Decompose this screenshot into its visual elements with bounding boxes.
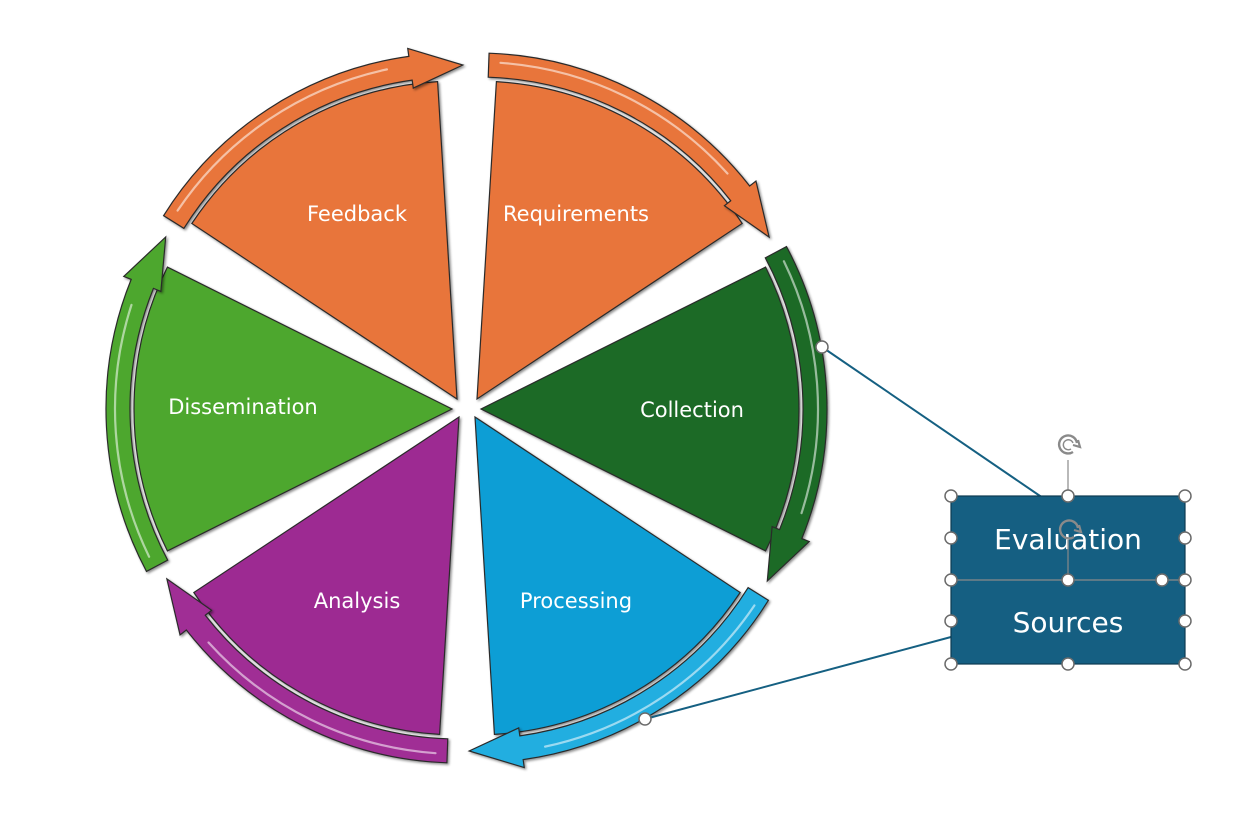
- connector-handle[interactable]: [815, 340, 829, 354]
- wedge-collection[interactable]: [479, 266, 800, 552]
- callout-connectors: [638, 340, 1044, 726]
- label-dissemination: Dissemination: [168, 395, 318, 419]
- label-collection: Collection: [640, 398, 744, 422]
- sources-label[interactable]: Sources: [1013, 606, 1124, 639]
- arrow-feedback[interactable]: [162, 47, 465, 230]
- cycle-wedges: [133, 80, 800, 736]
- arrow-analysis[interactable]: [165, 577, 449, 764]
- label-processing: Processing: [520, 589, 632, 613]
- cycle-arrows: [105, 47, 828, 769]
- label-feedback: Feedback: [307, 202, 408, 226]
- wedge-feedback[interactable]: [190, 80, 458, 401]
- connector-collection-to-evaluation[interactable]: [821, 346, 1044, 499]
- connector-processing-to-sources[interactable]: [644, 636, 952, 720]
- resize-handles[interactable]: [944, 489, 1192, 671]
- wedge-dissemination[interactable]: [133, 266, 454, 552]
- arrow-processing[interactable]: [467, 586, 770, 769]
- connector-handle[interactable]: [638, 712, 652, 726]
- wedge-requirements[interactable]: [476, 80, 744, 401]
- label-analysis: Analysis: [314, 589, 401, 613]
- wedge-processing[interactable]: [474, 415, 742, 736]
- arrow-dissemination[interactable]: [105, 235, 169, 573]
- wedge-analysis[interactable]: [192, 415, 460, 736]
- arrow-requirements[interactable]: [487, 52, 771, 239]
- rotate-handle-inner-icon[interactable]: [1058, 519, 1083, 540]
- callout-group[interactable]: Evaluation Sources: [944, 433, 1192, 671]
- rotate-handle-icon[interactable]: [1056, 433, 1082, 457]
- label-requirements: Requirements: [503, 202, 649, 226]
- cycle-labels: Requirements Collection Processing Analy…: [168, 202, 744, 613]
